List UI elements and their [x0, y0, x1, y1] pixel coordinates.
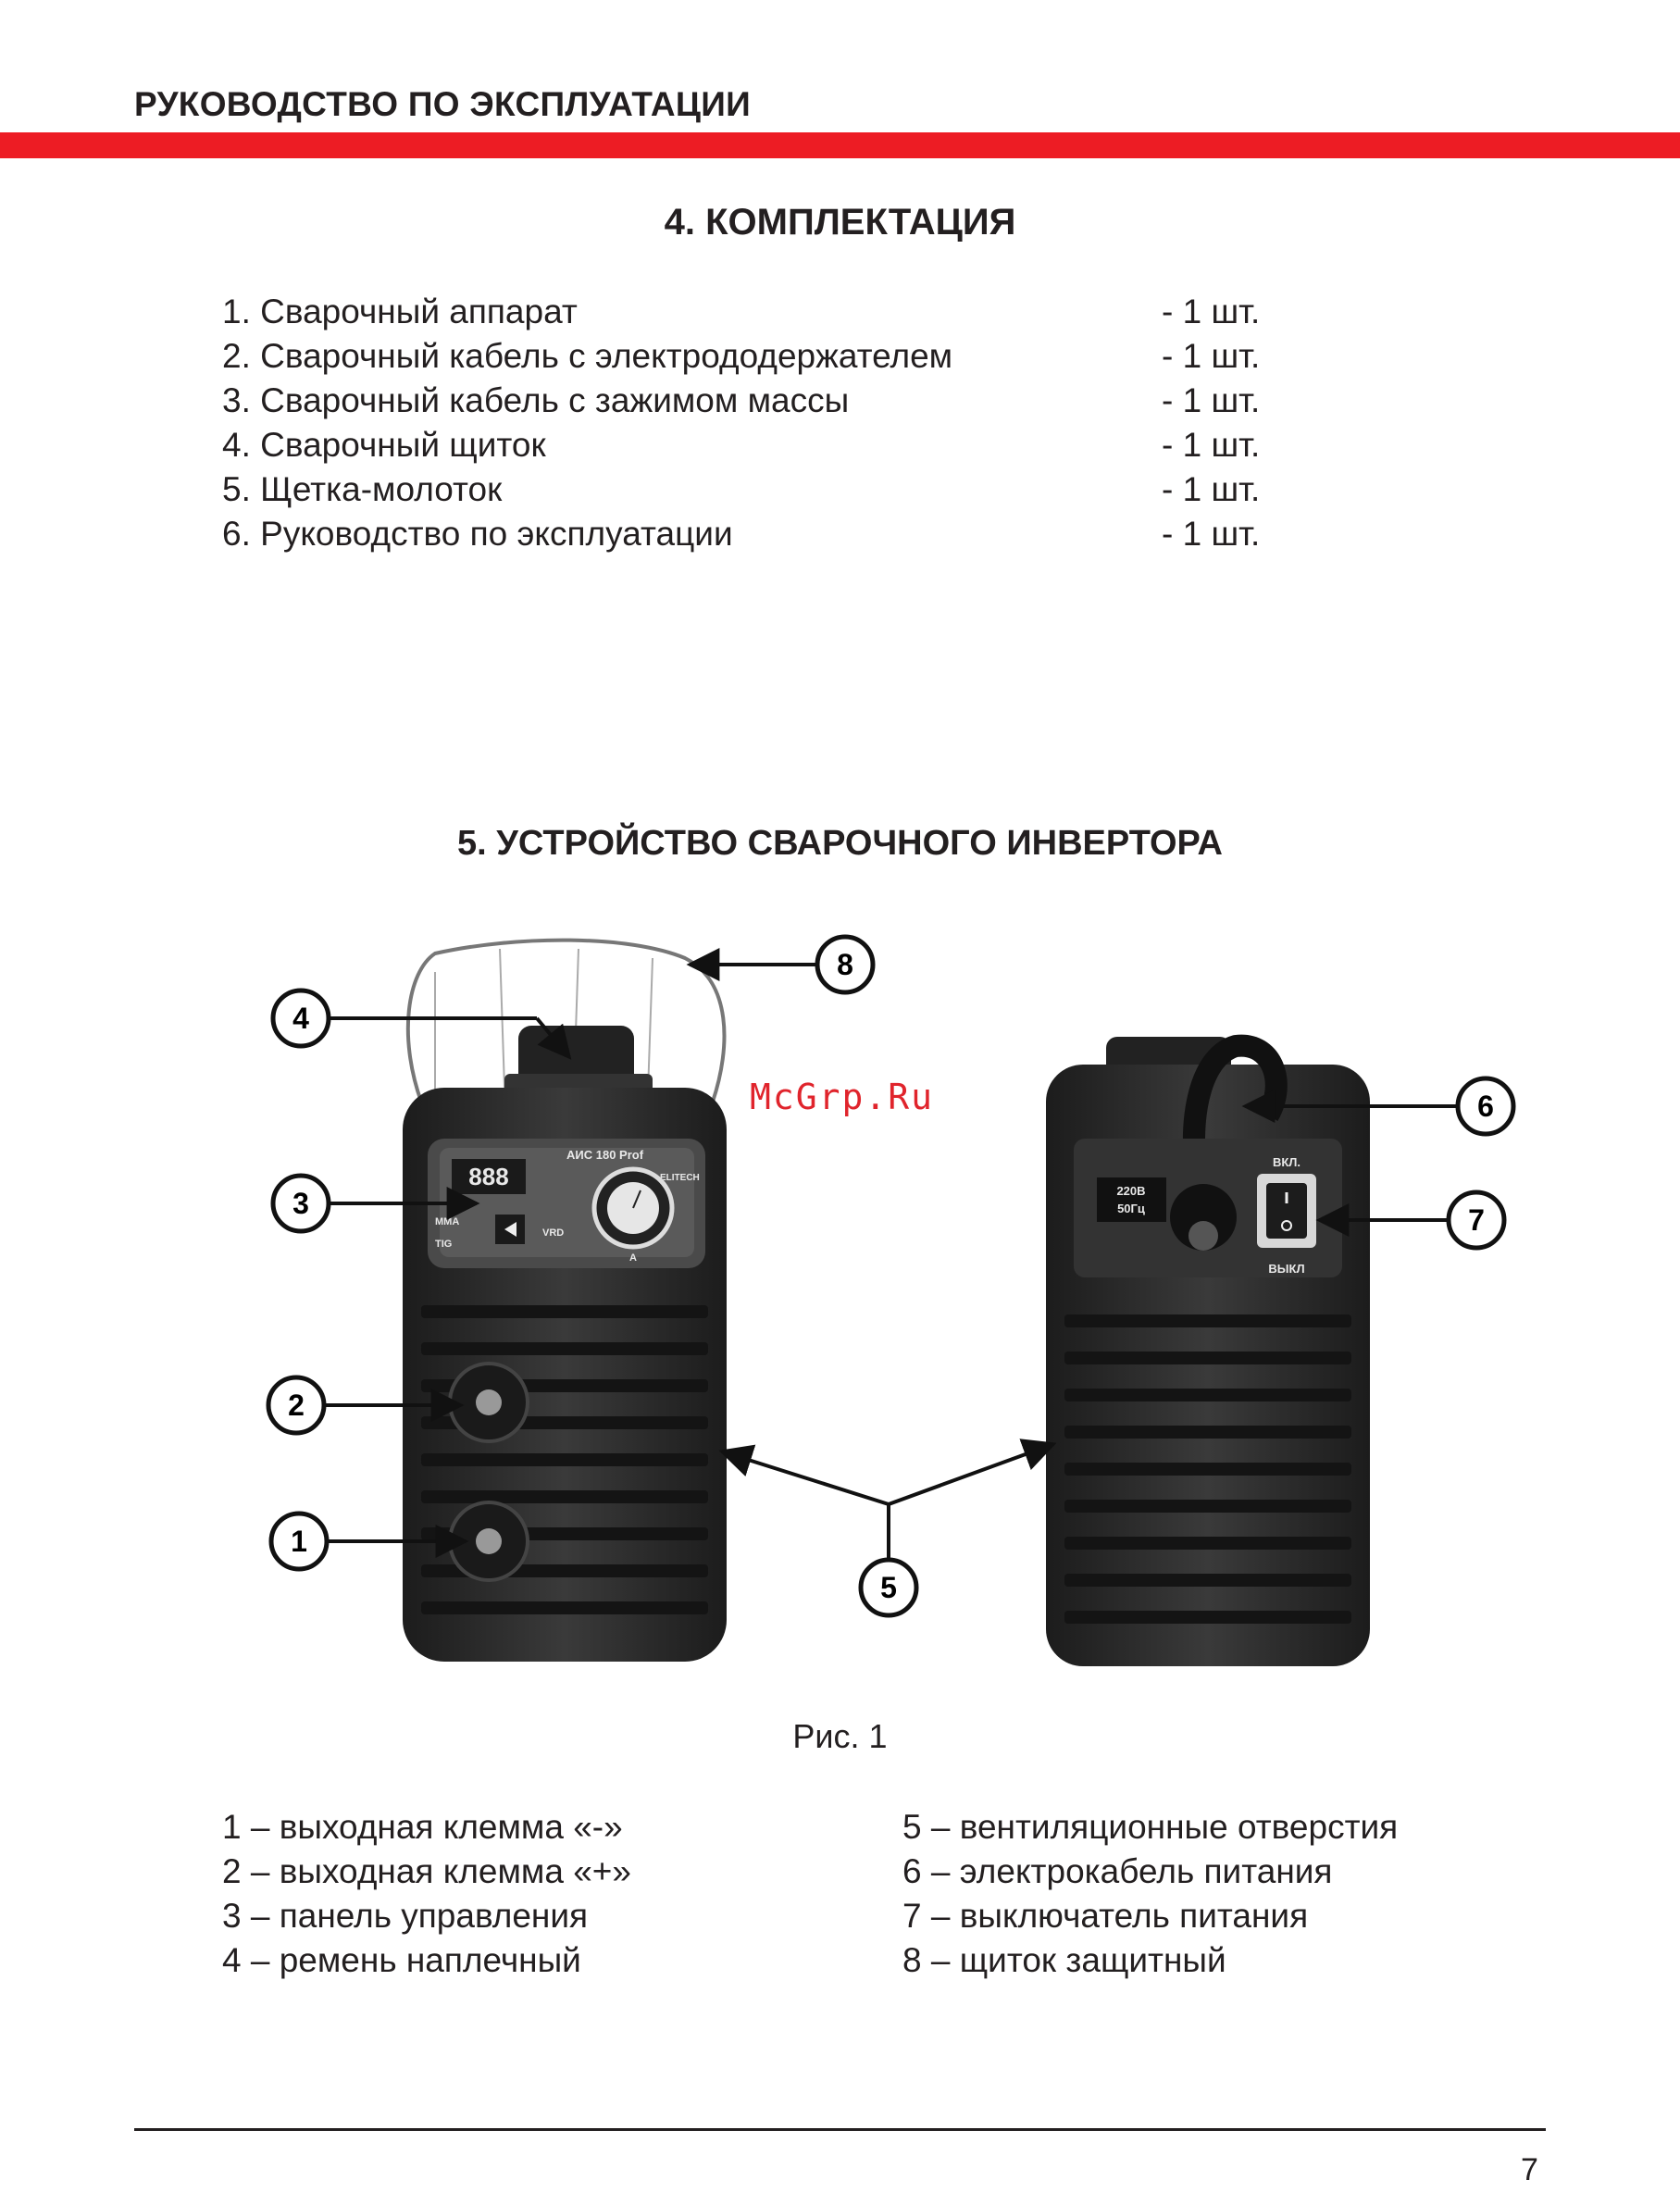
svg-text:1: 1 [291, 1525, 307, 1558]
kit-item-qty: - 1 шт. [1162, 470, 1261, 508]
kit-item: 3. Сварочный кабель с зажимом массы - 1 … [222, 379, 1296, 423]
legend-item: 1 – выходная клемма «-» [222, 1808, 623, 1846]
footer-divider [134, 2128, 1546, 2131]
display-readout: 888 [468, 1163, 508, 1190]
switch-on-label: ВКЛ. [1273, 1155, 1300, 1169]
voltage-label: 220В [1116, 1184, 1145, 1198]
kit-item: 1. Сварочный аппарат - 1 шт. [222, 290, 1296, 334]
legend-right: 5 – вентиляционные отверстия 6 – электро… [902, 1805, 1398, 1983]
power-cable [1182, 1034, 1288, 1196]
kit-item: 2. Сварочный кабель с электрододержателе… [222, 334, 1296, 379]
callout-8: 8 [686, 934, 876, 995]
kit-item-name: 5. Щетка-молоток [222, 470, 503, 508]
brand-label: ELITECH [660, 1173, 700, 1183]
frequency-label: 50Гц [1117, 1202, 1145, 1215]
section-4-title: 4. КОМПЛЕКТАЦИЯ [664, 202, 1016, 243]
svg-text:2: 2 [288, 1389, 305, 1422]
svg-text:5: 5 [880, 1571, 897, 1604]
legend-item: 3 – панель управления [222, 1897, 589, 1935]
callout-7: 7 [1315, 1190, 1507, 1251]
legend-item: 8 – щиток защитный [902, 1941, 1226, 1979]
kit-item-qty: - 1 шт. [1162, 426, 1261, 464]
protective-shield [405, 938, 727, 1102]
callout-5: 5 [718, 1439, 1057, 1618]
kit-item-name: 4. Сварочный щиток [222, 426, 546, 464]
svg-text:3: 3 [292, 1187, 309, 1220]
figure-caption: Рис. 1 [792, 1717, 888, 1755]
legend-item: 5 – вентиляционные отверстия [902, 1808, 1399, 1846]
kit-item-qty: - 1 шт. [1162, 515, 1261, 553]
switch-off-label: ВЫКЛ [1268, 1262, 1304, 1276]
svg-text:4: 4 [292, 1002, 309, 1035]
kit-item-qty: - 1 шт. [1162, 381, 1261, 419]
mode-mma-label: MMA [435, 1216, 459, 1227]
back-unit: 220В 50Гц ВКЛ. ВЫКЛ [1046, 1034, 1370, 1666]
watermark: McGrp.Ru [750, 1077, 934, 1117]
kit-item-name: 2. Сварочный кабель с электрододержателе… [222, 337, 953, 375]
mode-tig-label: TIG [435, 1239, 452, 1250]
legend-item: 6 – электрокабель питания [902, 1852, 1333, 1890]
legend-item: 4 – ремень наплечный [222, 1941, 581, 1979]
kit-item-name: 1. Сварочный аппарат [222, 293, 578, 330]
arrow-left-icon [504, 1222, 516, 1237]
svg-text:6: 6 [1477, 1090, 1494, 1123]
back-vents [1064, 1314, 1351, 1624]
callout-4: 4 [270, 988, 572, 1060]
front-vents [421, 1305, 708, 1614]
dial-unit-label: A [629, 1252, 637, 1264]
kit-item: 5. Щетка-молоток - 1 шт. [222, 467, 1296, 512]
vrd-label: VRD [542, 1227, 564, 1239]
callout-6: 6 [1241, 1076, 1516, 1137]
callout-1: 1 [268, 1511, 469, 1572]
kit-list: 1. Сварочный аппарат - 1 шт. 2. Сварочны… [222, 290, 1296, 556]
section-5-title: 5. УСТРОЙСТВО СВАРОЧНОГО ИНВЕРТОРА [457, 824, 1223, 863]
kit-item-name: 3. Сварочный кабель с зажимом массы [222, 381, 850, 419]
legend-left: 1 – выходная клемма «-» 2 – выходная кле… [222, 1805, 631, 1983]
kit-item: 4. Сварочный щиток - 1 шт. [222, 423, 1296, 467]
legend-item: 7 – выключатель питания [902, 1897, 1309, 1935]
header-red-bar [0, 132, 1680, 158]
inverter-diagram: 888 АИС 180 Prof ELITECH MMA TIG VRD A [266, 934, 1516, 1666]
model-label: АИС 180 Prof [566, 1148, 644, 1162]
kit-item-qty: - 1 шт. [1162, 337, 1261, 375]
callout-2: 2 [266, 1375, 465, 1436]
svg-text:7: 7 [1468, 1203, 1485, 1237]
front-unit: 888 АИС 180 Prof ELITECH MMA TIG VRD A [403, 938, 727, 1662]
page-header-title: РУКОВОДСТВО ПО ЭКСПЛУАТАЦИИ [134, 85, 752, 123]
kit-item: 6. Руководство по эксплуатации - 1 шт. [222, 512, 1296, 556]
legend-item: 2 – выходная клемма «+» [222, 1852, 631, 1890]
svg-text:8: 8 [837, 948, 853, 981]
kit-item-qty: - 1 шт. [1162, 293, 1261, 330]
inverter-figure: 888 АИС 180 Prof ELITECH MMA TIG VRD A [0, 916, 1680, 1694]
callout-3: 3 [270, 1173, 480, 1234]
page-number: 7 [1521, 2152, 1538, 2187]
kit-item-name: 6. Руководство по эксплуатации [222, 515, 733, 553]
